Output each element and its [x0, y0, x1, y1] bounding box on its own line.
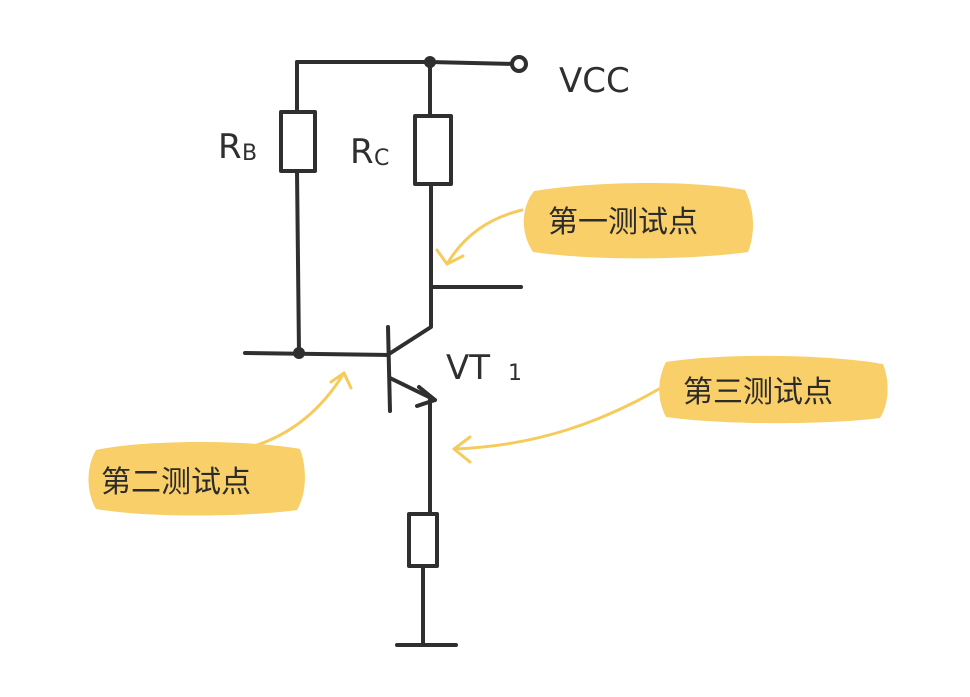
rc-sub-label: C	[374, 146, 389, 171]
top-junction-dot	[424, 56, 436, 68]
collector-lead	[387, 285, 433, 356]
second-test-arrow	[249, 371, 346, 449]
first-test-point-label: 第一测试点	[548, 205, 698, 240]
third-test-arrow	[452, 387, 661, 451]
wires	[243, 60, 523, 647]
base-junction-dot	[293, 347, 305, 359]
component-labels: VCC R B R C VT 1	[218, 61, 630, 388]
vt-main-label: VT	[446, 348, 490, 388]
rb-bottom-wire	[295, 169, 301, 355]
vcc-label: VCC	[559, 61, 630, 101]
third-test-point-label: 第三测试点	[683, 375, 833, 410]
first-test-arrow	[445, 208, 524, 266]
third-test-arrow-head	[452, 435, 472, 464]
resistor-rb	[279, 110, 317, 173]
components	[279, 55, 528, 568]
vt-sub-label: 1	[508, 361, 522, 386]
vcc-terminal	[510, 55, 528, 73]
rb-sub-label: B	[242, 141, 257, 166]
base-wire	[243, 351, 390, 357]
resistor-rc	[413, 114, 453, 186]
second-test-point-label: 第二测试点	[101, 465, 251, 500]
third-test-point-highlight	[659, 355, 888, 424]
first-test-point-highlight	[523, 182, 754, 259]
resistor-re	[407, 512, 439, 568]
first-test-arrow-head	[435, 248, 465, 266]
rc-main-label: R	[350, 132, 374, 172]
test-point-annotations: 第一测试点 第二测试点 第三测试点	[88, 182, 888, 516]
transistor-base-bar	[386, 325, 392, 413]
top-supply-wire	[295, 60, 519, 66]
emitter-arrow-head	[415, 385, 437, 408]
second-test-point-highlight	[88, 442, 305, 516]
second-test-arrow-head	[329, 371, 353, 390]
rb-main-label: R	[218, 127, 242, 167]
